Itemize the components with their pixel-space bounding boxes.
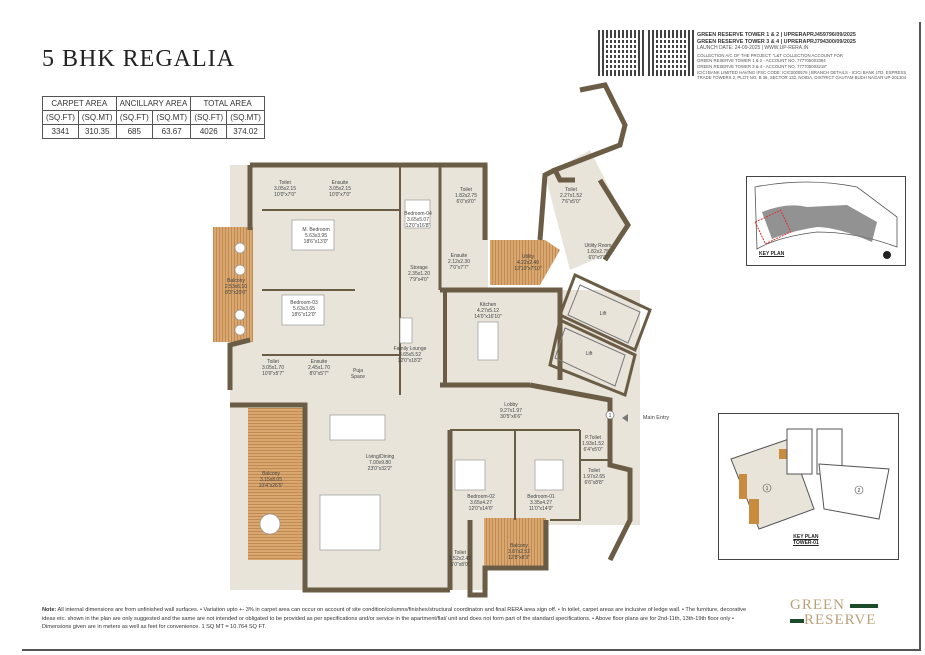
bank-line: TRADE TOWERS 2, PLOT NO. B 36, SECTOR 13… [697,75,907,81]
bed-bedroom-02 [454,459,486,491]
launch-date: LAUNCH DATE: 24-09-2025 | WWW.UP-RERA.IN [697,45,809,52]
balconies [213,227,560,568]
north-compass-icon [883,251,891,259]
collection-line: GREEN RESERVE TOWER 3 & 4 - ACCOUNT NO. … [697,63,828,69]
key-plan-tower-subtitle: TOWER-01 [793,540,819,546]
tower-plan-drawing: 1 2 [730,428,890,530]
furniture [234,199,564,551]
balcony-chair [234,324,246,336]
note-text: All internal dimensions are from unfinis… [42,607,747,630]
page-frame [22,22,921,651]
bed-bedroom-01 [534,459,564,491]
room-label-lift-2: Lift [585,351,593,357]
unit-2-marker: 2 [858,488,861,494]
logo-line-1: GREEN [790,597,845,613]
entry-arrow-icon [622,414,628,422]
entry-marker: 1 [605,410,628,422]
green-reserve-logo: GREEN RESERVE [790,598,878,628]
value-cell: 3341 [42,124,79,139]
balcony-chair [234,264,246,276]
rera-line-2: GREEN RESERVE TOWER 3 & 4 | UPRERAPRJ794… [697,38,856,45]
rera-header: GREEN RESERVE TOWER 1 & 2 | UPRERAPRJ459… [697,32,922,81]
lift-cars [554,284,641,387]
lounge-table [399,317,413,344]
bank-line: ICICI BANK LIMITED HAVING IFSC CODE: ICI… [697,69,907,75]
key-plan-tower-label: KEY PLAN TOWER-01 [793,534,819,546]
value-cell: 685 [115,124,154,139]
balcony-bedroom [213,227,253,342]
main-entry-label: Main Entry [642,415,670,421]
value-cell: 374.02 [226,124,265,139]
balcony-table [259,513,281,535]
unit-1-marker: 1 [766,486,769,492]
note-label: Note: [42,607,57,613]
qr-code-icon [648,30,694,76]
bed-bedroom-04 [404,199,431,229]
site-plan-drawing [754,181,898,259]
qr-code-icon [598,30,644,76]
key-plan-site: KEY PLAN [746,176,906,266]
area-table-values-row: 3341 310.35 685 63.67 4026 374.02 [42,124,265,139]
entry-marker-number: 1 [609,413,612,419]
balcony-chair [234,242,246,254]
sofa-set [319,494,381,551]
unit-cell: (SQ.FT) [190,110,228,125]
value-cell: 4026 [190,124,228,139]
collection-line: GREEN RESERVE TOWER 1 & 2 - ACCOUNT NO. … [697,58,826,64]
page-title: 5 BHK REGALIA [42,46,235,72]
walls [227,82,652,598]
bed-bedroom-03 [281,294,325,326]
logo-line-2: RESERVE [804,612,877,628]
balcony-living [248,408,306,560]
key-plan-tower: 1 2 KEY PLAN TOWER-01 [718,413,899,560]
key-plan-label: KEY PLAN [759,251,785,257]
key-plan-tower-title: KEY PLAN [793,534,819,540]
room-label-lift-1: Lift [599,311,607,317]
collection-line: COLLECTION A/C OF THE PROJECT: "L&T COLL… [697,52,843,58]
rera-line-1: GREEN RESERVE TOWER 1 & 2 | UPRERAPRJ459… [697,32,856,38]
area-table: CARPET AREA ANCILLARY AREA TOTAL AREA (S… [42,96,265,139]
utility-deck [490,240,560,285]
value-cell: 63.67 [152,124,192,139]
bed-master [291,219,335,251]
balcony-bedrooms [484,518,546,568]
disclaimer-note: Note: All internal dimensions are from u… [42,606,754,632]
balcony-chair [234,309,246,321]
dining-table [329,414,386,441]
kitchen-island [477,321,499,361]
